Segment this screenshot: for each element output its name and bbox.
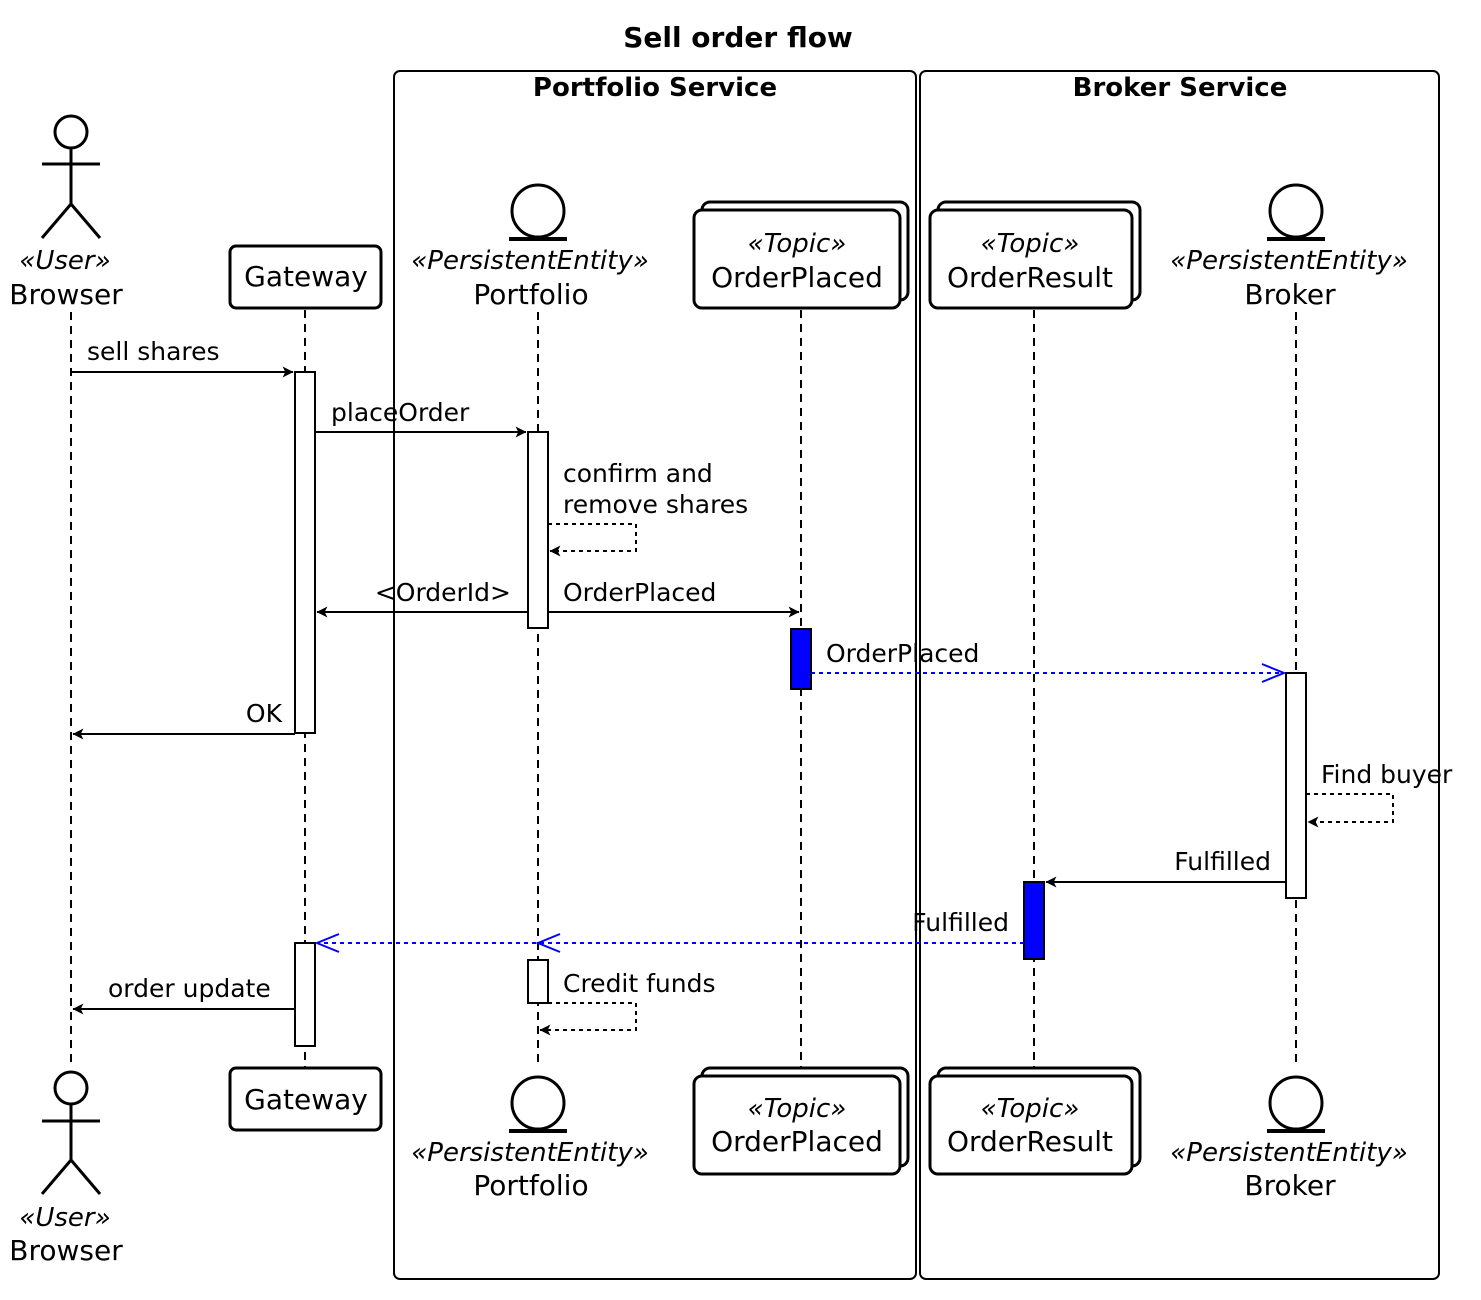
orderresult-bottom-name: OrderResult: [947, 1125, 1113, 1158]
gateway-activation-2: [294, 942, 316, 1047]
credit-funds-self-arrow: [539, 1002, 637, 1036]
broker-service-title: Broker Service: [1073, 73, 1288, 103]
gateway-activation-1: [294, 371, 316, 734]
order-update-label: order update: [108, 974, 271, 1003]
browser-bottom-stereotype: «User»: [19, 1203, 110, 1233]
fulfilled-to-gateway-arrowhead: [314, 933, 340, 953]
browser-name: Browser: [9, 278, 123, 311]
orderplaced-bottom-name: OrderPlaced: [711, 1125, 883, 1158]
portfolio-stereotype: «PersistentEntity»: [411, 246, 649, 276]
find-buyer-label: Find buyer: [1321, 760, 1453, 789]
portfolio-service-title: Portfolio Service: [533, 73, 777, 103]
orderresult-stereotype: «Topic»: [981, 229, 1080, 259]
broker-bottom-stereotype: «PersistentEntity»: [1170, 1138, 1408, 1168]
find-buyer-self-arrow: [1306, 793, 1394, 828]
orderplaced-topic-stack-icon: [692, 200, 910, 310]
place-order-label: placeOrder: [331, 398, 470, 427]
orderplaced-consume-arrowhead: [1261, 663, 1287, 683]
orderplaced-name: OrderPlaced: [711, 261, 883, 294]
portfolio-bottom-stereotype: «PersistentEntity»: [411, 1138, 649, 1168]
orderid-label: <OrderId>: [375, 578, 511, 607]
confirm-label-line1: confirm and: [563, 459, 713, 488]
portfolio-activation-2: [527, 959, 549, 1004]
broker-name: Broker: [1244, 278, 1336, 311]
portfolio-entity-icon: [509, 183, 567, 241]
orderplaced-stereotype: «Topic»: [748, 229, 847, 259]
fulfilled-to-portfolio-arrowhead: [535, 933, 561, 953]
orderplaced-activation: [790, 628, 812, 690]
portfolio-entity-bottom-icon: [509, 1075, 567, 1133]
browser-stereotype: «User»: [19, 246, 110, 276]
broker-entity-icon: [1267, 183, 1325, 241]
broker-service-box: [919, 70, 1440, 1280]
confirm-self-arrow: [548, 523, 637, 557]
fulfilled-publish-label: Fulfilled: [1174, 847, 1271, 876]
browser-bottom-name: Browser: [9, 1234, 123, 1267]
broker-entity-bottom-icon: [1267, 1075, 1325, 1133]
orderresult-name: OrderResult: [947, 261, 1113, 294]
orderplaced-bottom-stereotype: «Topic»: [748, 1094, 847, 1124]
browser-actor-bottom-icon: [40, 1070, 102, 1195]
browser-actor-icon: [40, 114, 102, 239]
orderplaced-publish-label: OrderPlaced: [563, 578, 716, 607]
sell-shares-label: sell shares: [87, 337, 220, 366]
portfolio-service-box: [393, 70, 917, 1280]
confirm-label-line2: remove shares: [563, 490, 748, 519]
portfolio-name: Portfolio: [473, 278, 588, 311]
portfolio-bottom-name: Portfolio: [473, 1169, 588, 1202]
broker-bottom-name: Broker: [1244, 1169, 1336, 1202]
fulfilled-consume-label: Fulfilled: [912, 908, 1009, 937]
ok-label: OK: [246, 699, 283, 728]
orderresult-topic-bottom-icon: [928, 1066, 1142, 1176]
orderplaced-consume-label: OrderPlaced: [826, 639, 979, 668]
broker-stereotype: «PersistentEntity»: [1170, 246, 1408, 276]
diagram-title: Sell order flow: [623, 21, 853, 54]
portfolio-activation-1: [527, 431, 549, 629]
gateway-participant-box: [228, 244, 383, 310]
gateway-bottom-name: Gateway: [244, 1083, 368, 1116]
gateway-bottom-box: [228, 1066, 383, 1132]
credit-funds-label: Credit funds: [563, 969, 716, 998]
broker-activation: [1285, 672, 1307, 899]
orderresult-bottom-stereotype: «Topic»: [981, 1094, 1080, 1124]
gateway-name: Gateway: [244, 260, 368, 293]
orderresult-activation: [1023, 881, 1045, 960]
orderresult-topic-stack-icon: [928, 200, 1142, 310]
orderplaced-topic-bottom-icon: [692, 1066, 910, 1176]
